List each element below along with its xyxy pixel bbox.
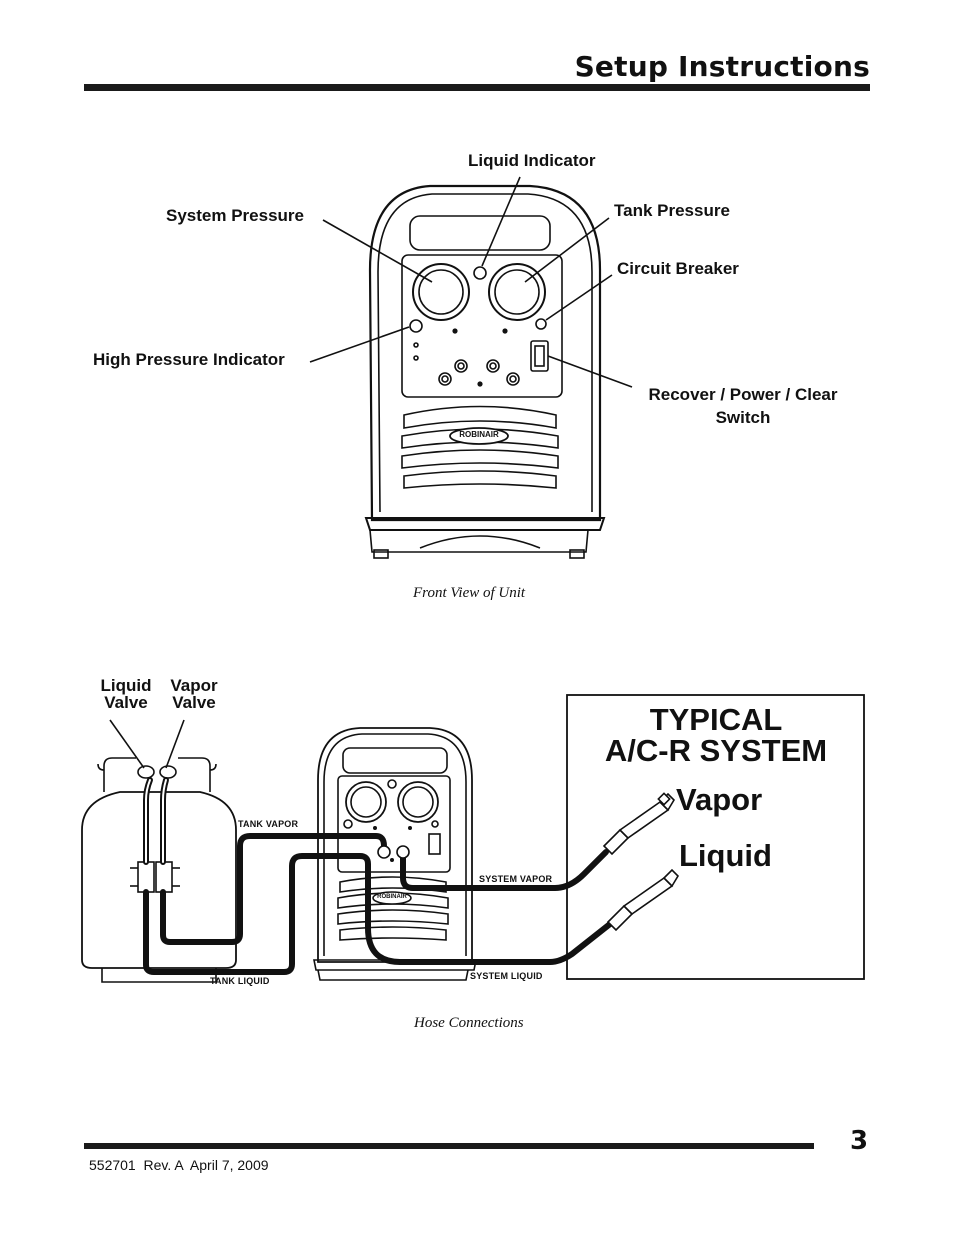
page-number: 3	[850, 1126, 869, 1156]
label-tank-pressure: Tank Pressure	[614, 201, 730, 220]
label-circuit-breaker: Circuit Breaker	[617, 259, 739, 278]
front-brand-logo: ROBINAIR	[459, 430, 499, 439]
label-liquid: Liquid	[679, 838, 772, 873]
label-recover-switch-line1: Recover / Power / Clear	[648, 385, 838, 404]
label-liquid-valve-line2: Valve	[104, 693, 148, 712]
front-view-caption: Front View of Unit	[413, 585, 526, 601]
front-view-diagram	[309, 176, 633, 559]
label-vapor: Vapor	[676, 782, 763, 817]
document-revision: 552701 Rev. A April 7, 2009	[89, 1157, 269, 1173]
label-recover-switch-line2: Switch	[715, 408, 771, 427]
system-title-line2: A/C-R SYSTEM	[604, 733, 828, 768]
label-vapor-valve: Vapor Valve	[164, 677, 224, 711]
label-liquid-valve-line1: Liquid	[100, 676, 152, 695]
label-system-liquid: SYSTEM LIQUID	[470, 971, 543, 981]
hose-connections-caption: Hose Connections	[414, 1015, 524, 1031]
system-title-line1: TYPICAL	[649, 702, 783, 737]
label-high-pressure-indicator: High Pressure Indicator	[93, 350, 285, 369]
label-tank-liquid: TANK LIQUID	[210, 976, 270, 986]
hose-brand-logo: ROBINAIR	[377, 894, 407, 900]
label-liquid-indicator: Liquid Indicator	[468, 151, 596, 170]
label-recover-switch: Recover / Power / Clear Switch	[632, 383, 854, 429]
label-system-vapor: SYSTEM VAPOR	[479, 874, 553, 884]
label-system-pressure: System Pressure	[166, 206, 304, 225]
page-title: Setup Instructions	[574, 50, 870, 83]
header-rule	[84, 84, 870, 91]
label-vapor-valve-line1: Vapor	[170, 676, 218, 695]
label-vapor-valve-line2: Valve	[172, 693, 216, 712]
label-tank-vapor: TANK VAPOR	[238, 819, 299, 829]
system-title: TYPICAL A/C-R SYSTEM	[600, 704, 832, 766]
label-liquid-valve: Liquid Valve	[96, 677, 156, 711]
footer-rule	[84, 1143, 814, 1149]
